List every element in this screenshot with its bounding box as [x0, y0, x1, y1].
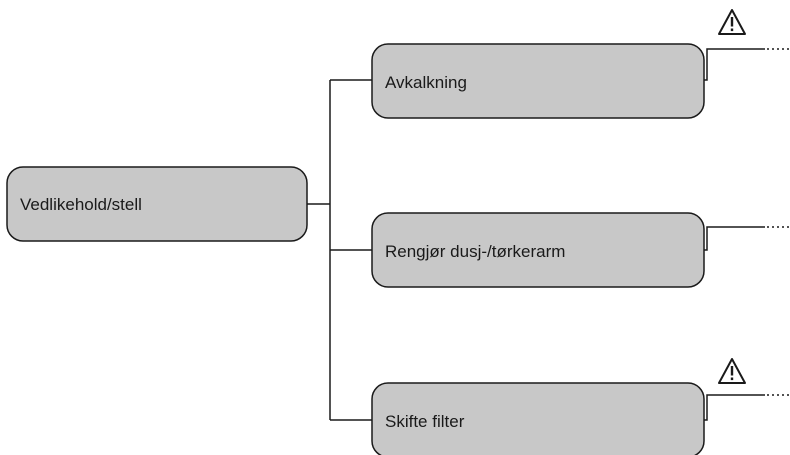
child-node-label: Rengjør dusj-/tørkerarm — [385, 242, 565, 261]
connector-lines — [307, 79, 372, 421]
continuation-lines — [704, 48, 790, 421]
child-node-rengjor: Rengjør dusj-/tørkerarm — [371, 212, 705, 288]
root-node-label: Vedlikehold/stell — [20, 195, 142, 214]
warning-triangle-icon — [718, 358, 746, 384]
child-node-skifte-filter: Skifte filter — [371, 382, 705, 455]
continuation-line-2 — [704, 226, 765, 251]
root-node: Vedlikehold/stell — [6, 166, 308, 242]
child-node-box — [371, 43, 705, 119]
continuation-line-1 — [704, 48, 765, 81]
child-node-label: Skifte filter — [385, 412, 465, 431]
child-node-label: Avkalkning — [385, 73, 467, 92]
child-node-avkalkning: Avkalkning — [371, 43, 705, 119]
continuation-line-3 — [704, 394, 765, 421]
warning-triangle-icon — [718, 9, 746, 35]
